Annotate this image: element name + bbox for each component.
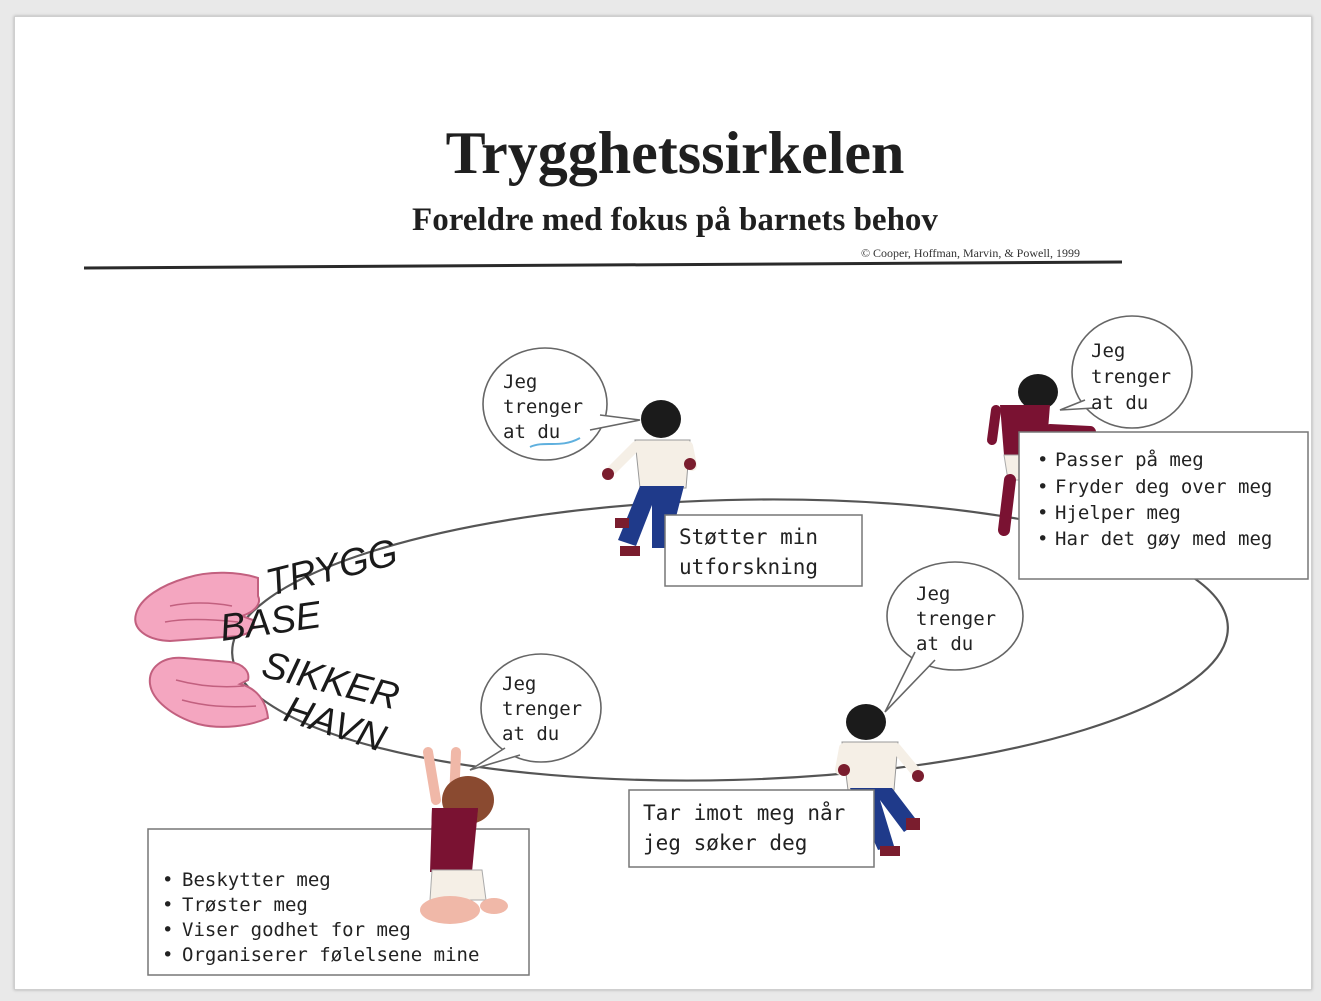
diagram-subtitle: Foreldre med fokus på barnets behov bbox=[412, 202, 938, 238]
top-needs-box: • Passer på meg • Fryder deg over meg • … bbox=[1018, 431, 1309, 580]
speech-bubble: Jeg trenger at du bbox=[1059, 315, 1193, 429]
need-item: Organiserer følelsene mine bbox=[182, 944, 479, 966]
need-item: Hjelper meg bbox=[1055, 502, 1181, 524]
need-item: Har det gøy med meg bbox=[1055, 528, 1272, 550]
bubble-line: Jeg bbox=[503, 371, 537, 393]
support-exploration-box: Støtter min utforskning bbox=[664, 514, 863, 587]
need-item: Passer på meg bbox=[1055, 448, 1204, 471]
box-line: jeg søker deg bbox=[643, 831, 807, 855]
bullet: • bbox=[162, 894, 173, 916]
bubble-line: Jeg bbox=[502, 673, 536, 695]
bubble-line: at du bbox=[502, 723, 559, 745]
box-line: utforskning bbox=[679, 555, 818, 579]
welcome-coming-box: Tar imot meg når jeg søker deg bbox=[628, 789, 875, 868]
speech-bubble: Jeg trenger at du bbox=[469, 653, 602, 771]
bullet: • bbox=[1037, 449, 1048, 471]
bullet: • bbox=[162, 944, 173, 966]
need-item: Fryder deg over meg bbox=[1055, 476, 1272, 498]
diagram-title: Trygghetssirkelen bbox=[446, 120, 905, 186]
bubble-line: Jeg bbox=[1091, 340, 1125, 362]
speech-bubble: Jeg trenger at du bbox=[482, 347, 641, 461]
box-line: Støtter min bbox=[679, 525, 818, 549]
bubble-line: trenger bbox=[502, 698, 582, 720]
bubble-line: Jeg bbox=[916, 583, 950, 605]
copyright-note: © Cooper, Hoffman, Marvin, & Powell, 199… bbox=[861, 246, 1080, 260]
need-item: Trøster meg bbox=[182, 894, 308, 916]
need-item: Beskytter meg bbox=[182, 869, 331, 891]
bubble-line: at du bbox=[503, 421, 560, 443]
hands-icon bbox=[134, 571, 270, 728]
speech-bubble: Jeg trenger at du bbox=[884, 561, 1024, 713]
bubble-line: trenger bbox=[503, 396, 583, 418]
bullet: • bbox=[1037, 476, 1048, 498]
bubble-line: at du bbox=[916, 633, 973, 655]
header-rule bbox=[83, 260, 1123, 270]
bubble-line: trenger bbox=[916, 608, 996, 630]
bubble-line: at du bbox=[1091, 392, 1148, 414]
need-item: Viser godhet for meg bbox=[182, 919, 411, 941]
security-circle bbox=[231, 498, 1229, 782]
bullet: • bbox=[1037, 502, 1048, 524]
child-reaching-overlay-icon bbox=[420, 808, 508, 924]
bullet: • bbox=[162, 919, 173, 941]
box-line: Tar imot meg når bbox=[643, 800, 845, 825]
bullet: • bbox=[162, 869, 173, 891]
secure-base-label-line-1: TRYGG bbox=[262, 532, 402, 605]
bubble-line: trenger bbox=[1091, 366, 1171, 388]
bullet: • bbox=[1037, 528, 1048, 550]
